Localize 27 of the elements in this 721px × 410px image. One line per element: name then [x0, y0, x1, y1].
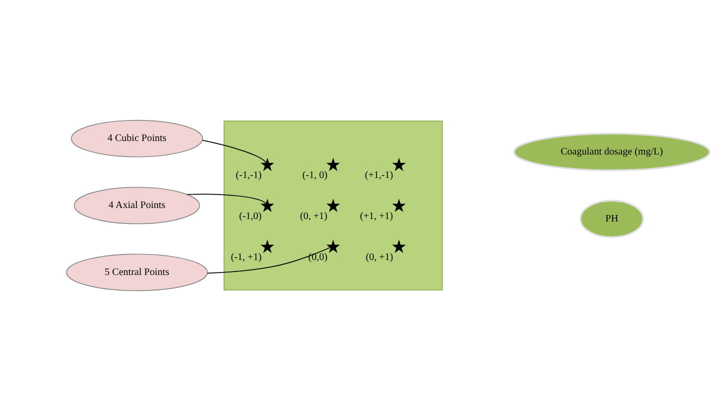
node-label: (0,0) — [308, 251, 328, 262]
node-star — [326, 198, 340, 212]
node-star — [326, 239, 340, 253]
connector — [202, 139, 266, 163]
node-ellipse: 5 Central Points — [66, 253, 208, 291]
node-ellipse: PH — [580, 199, 644, 238]
connector — [186, 193, 266, 204]
node-label: (0, +1) — [366, 251, 394, 262]
node-ellipse: Coagulant dosage (mg/L) — [513, 132, 710, 171]
node-star — [392, 157, 406, 171]
connector — [206, 246, 331, 274]
node-star — [260, 239, 274, 253]
node-label: (+1,-1) — [364, 169, 394, 180]
node-label: (-1, +1) — [230, 251, 262, 262]
node-label: (-1, 0) — [302, 169, 328, 180]
node-star — [326, 157, 340, 171]
node-ellipse: 4 Axial Points — [74, 186, 200, 224]
node-ellipse: 4 Cubic Points — [70, 119, 203, 157]
cluster — [224, 120, 443, 290]
node-label: (-1,-1) — [236, 169, 262, 180]
node-star — [260, 157, 274, 171]
node-label: (-1,0) — [239, 210, 262, 222]
node-star — [392, 198, 406, 212]
node-star — [392, 239, 406, 253]
node-label: (0, +1) — [300, 210, 328, 222]
node-label: (+1, +1) — [360, 210, 394, 222]
node-star — [260, 198, 274, 212]
